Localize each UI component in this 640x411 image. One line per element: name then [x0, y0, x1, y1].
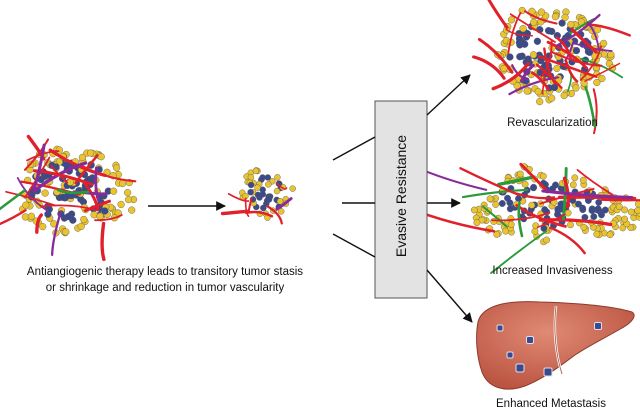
therapy-caption-line2: or shrinkage and reduction in tumor vasc…	[45, 282, 285, 294]
tumor-initial	[0, 134, 138, 262]
metastasis-label: Enhanced Metastasis	[496, 398, 606, 410]
arrow-metastasis	[426, 269, 473, 323]
arrow-revascularization	[426, 74, 471, 116]
tumor-revascularized	[472, 0, 631, 135]
invasiveness-label: Increased Invasiveness	[492, 265, 613, 277]
evasive-resistance-box	[374, 100, 428, 299]
arrow-to-resistance-top	[332, 136, 376, 161]
therapy-caption: Antiangiogenic therapy leads to transito…	[0, 264, 330, 296]
revascularization-label: Revascularization	[507, 117, 598, 129]
tumor-invasive	[409, 162, 640, 274]
liver-metastasis	[476, 301, 635, 390]
therapy-caption-line1: Antiangiogenic therapy leads to transito…	[26, 266, 304, 278]
arrow-to-resistance-bottom	[332, 233, 376, 258]
tumor-shrunken	[220, 167, 296, 225]
evasive-resistance-label: Evasive Resistance	[393, 134, 409, 258]
